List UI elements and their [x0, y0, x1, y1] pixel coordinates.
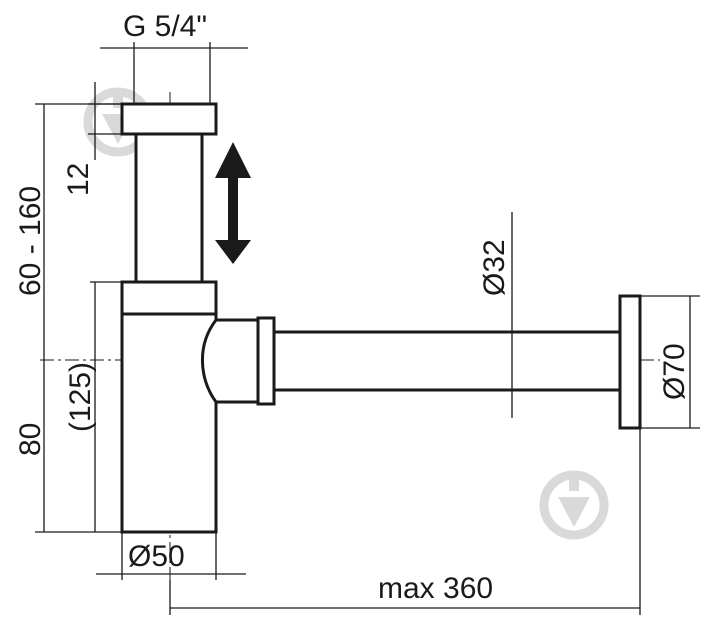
adjust-arrow-icon [215, 142, 251, 264]
adjust-range-label: 60 - 160 [14, 186, 47, 296]
body-collar [120, 280, 218, 316]
watermark-logo-icon [539, 470, 609, 540]
siphon-cap [120, 102, 218, 136]
body-height-label: 80 [14, 423, 47, 456]
outlet-diameter-label: Ø32 [478, 239, 511, 296]
outlet-pipe [272, 330, 622, 392]
outlet-connector [201, 318, 264, 404]
body-height-ref-label: (125) [64, 362, 97, 432]
inlet-tube [134, 132, 204, 284]
body-diameter-label: Ø50 [128, 540, 185, 573]
flange-diameter-label: Ø70 [658, 343, 691, 400]
wall-flange [618, 294, 642, 430]
siphon-body [120, 312, 218, 534]
thread-label: G 5/4" [123, 10, 207, 43]
outlet-nut [256, 316, 276, 406]
max-length-label: max 360 [378, 572, 493, 605]
cap-height-label: 12 [62, 163, 95, 196]
